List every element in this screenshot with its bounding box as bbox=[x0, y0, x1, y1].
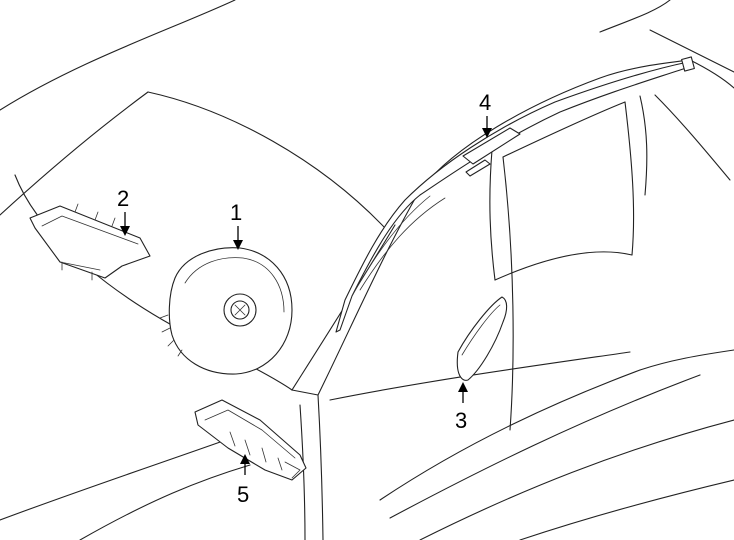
callout-2: 2 bbox=[117, 186, 129, 211]
callout-5: 5 bbox=[237, 482, 249, 507]
passenger-airbag-module bbox=[29, 203, 151, 281]
driver-airbag-module bbox=[159, 247, 293, 375]
callout-arrows bbox=[120, 116, 492, 475]
side-airbag bbox=[456, 296, 508, 381]
callout-4: 4 bbox=[479, 90, 491, 115]
callout-3: 3 bbox=[455, 408, 467, 433]
curtain-airbag bbox=[335, 56, 695, 333]
knee-airbag bbox=[194, 399, 307, 481]
callout-1: 1 bbox=[230, 200, 242, 225]
